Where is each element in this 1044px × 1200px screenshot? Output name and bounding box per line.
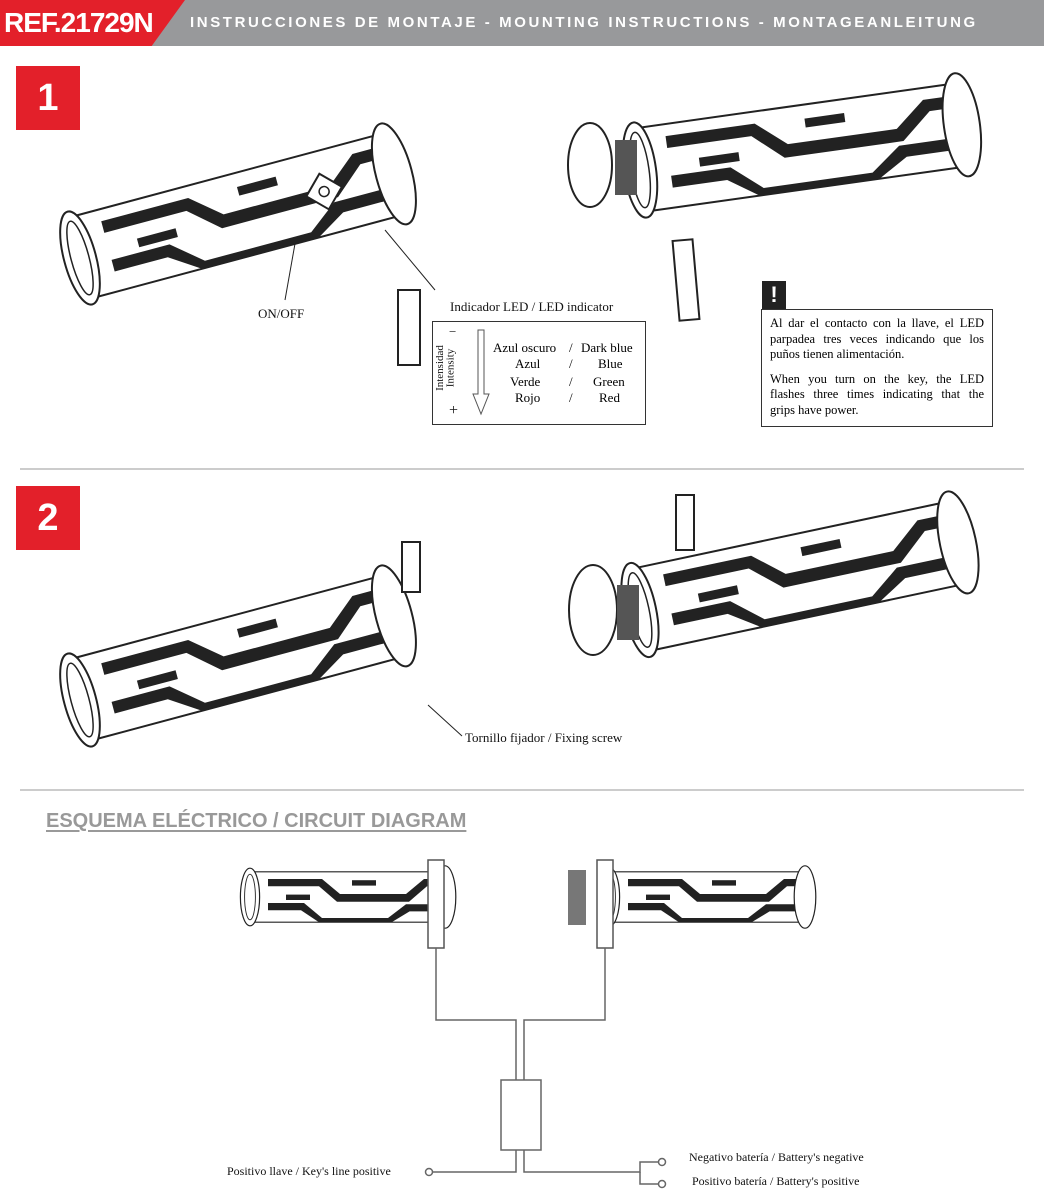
gear-ring — [615, 140, 637, 195]
key-positive-label: Positivo llave / Key's line positive — [227, 1164, 391, 1178]
intensity-en: Intensity — [444, 348, 457, 388]
fixing-screw-label: Tornillo fijador / Fixing screw — [465, 730, 623, 745]
led-indicator-label: Indicador LED / LED indicator — [450, 299, 614, 314]
battery-negative-label: Negativo batería / Battery's negative — [689, 1150, 864, 1164]
warning-box: Al dar el contacto con la llave, el LED … — [761, 309, 993, 427]
grip-right-step2 — [612, 486, 988, 666]
cable-tube — [397, 289, 421, 366]
minus-sign: − — [449, 324, 457, 339]
circuit-wires — [424, 948, 667, 1189]
warning-icon: ! — [762, 281, 786, 309]
step-2-badge: 2 — [16, 486, 80, 550]
grip-left-step1 — [50, 117, 426, 314]
step-1-badge: 1 — [16, 66, 80, 130]
led-color-table: − + Intensidad Intensity Azul oscuro/Dar… — [432, 321, 646, 425]
warning-text-es: Al dar el contacto con la llave, el LED … — [770, 316, 984, 361]
throttle-housing — [567, 122, 613, 208]
header-title: INSTRUCCIONES DE MONTAJE - MOUNTING INST… — [190, 14, 978, 31]
circuit-grip-right — [599, 865, 817, 929]
battery-positive-label: Positivo batería / Battery's positive — [692, 1174, 860, 1188]
grip-left-step2 — [50, 559, 426, 756]
circuit-title: ESQUEMA ELÉCTRICO / CIRCUIT DIAGRAM — [46, 810, 467, 832]
grip-right-step1 — [615, 69, 988, 225]
reference-number: REF.21729N — [4, 7, 154, 38]
leader-line — [284, 237, 297, 301]
on-off-label: ON/OFF — [258, 306, 305, 321]
warning-text-en: When you turn on the key, the LED flashe… — [770, 371, 984, 417]
plus-sign: + — [449, 402, 459, 419]
circuit-grip-left — [239, 865, 457, 929]
arrow-down-icon — [472, 329, 490, 416]
header-ref-block — [0, 0, 185, 46]
